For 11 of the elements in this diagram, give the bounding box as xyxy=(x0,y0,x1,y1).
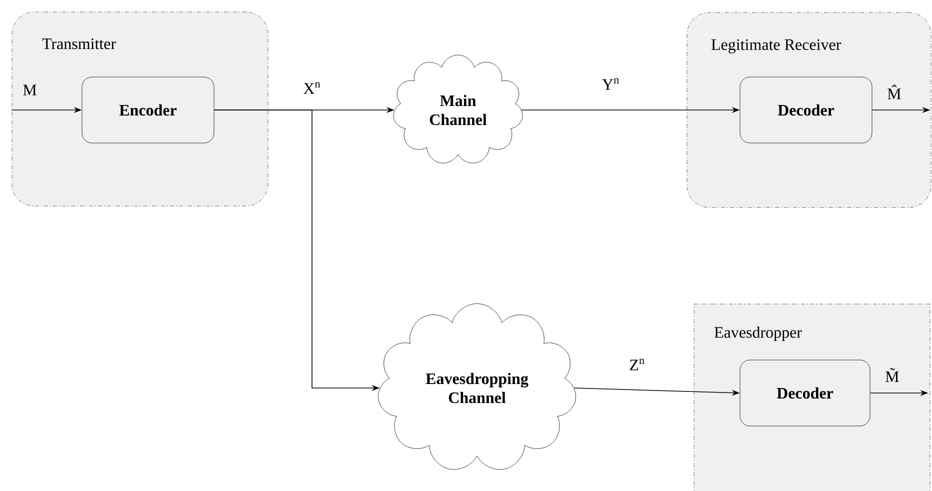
edge-label: M xyxy=(23,84,36,96)
edge-label: Z$^{n}$ xyxy=(630,358,644,370)
channel-cloud: Main Channel xyxy=(393,54,523,164)
process-box: Decoder xyxy=(740,76,872,144)
edge-label: M̃ xyxy=(886,368,899,382)
process-box: Encoder xyxy=(82,76,214,144)
edge-label: Y$^{n}$ xyxy=(602,78,619,90)
process-box: Decoder xyxy=(740,360,870,426)
channel-cloud: Eavesdropping Channel xyxy=(378,303,576,470)
edge-label: M̂ xyxy=(888,84,901,100)
edge-label: X$^{n}$ xyxy=(304,82,320,94)
